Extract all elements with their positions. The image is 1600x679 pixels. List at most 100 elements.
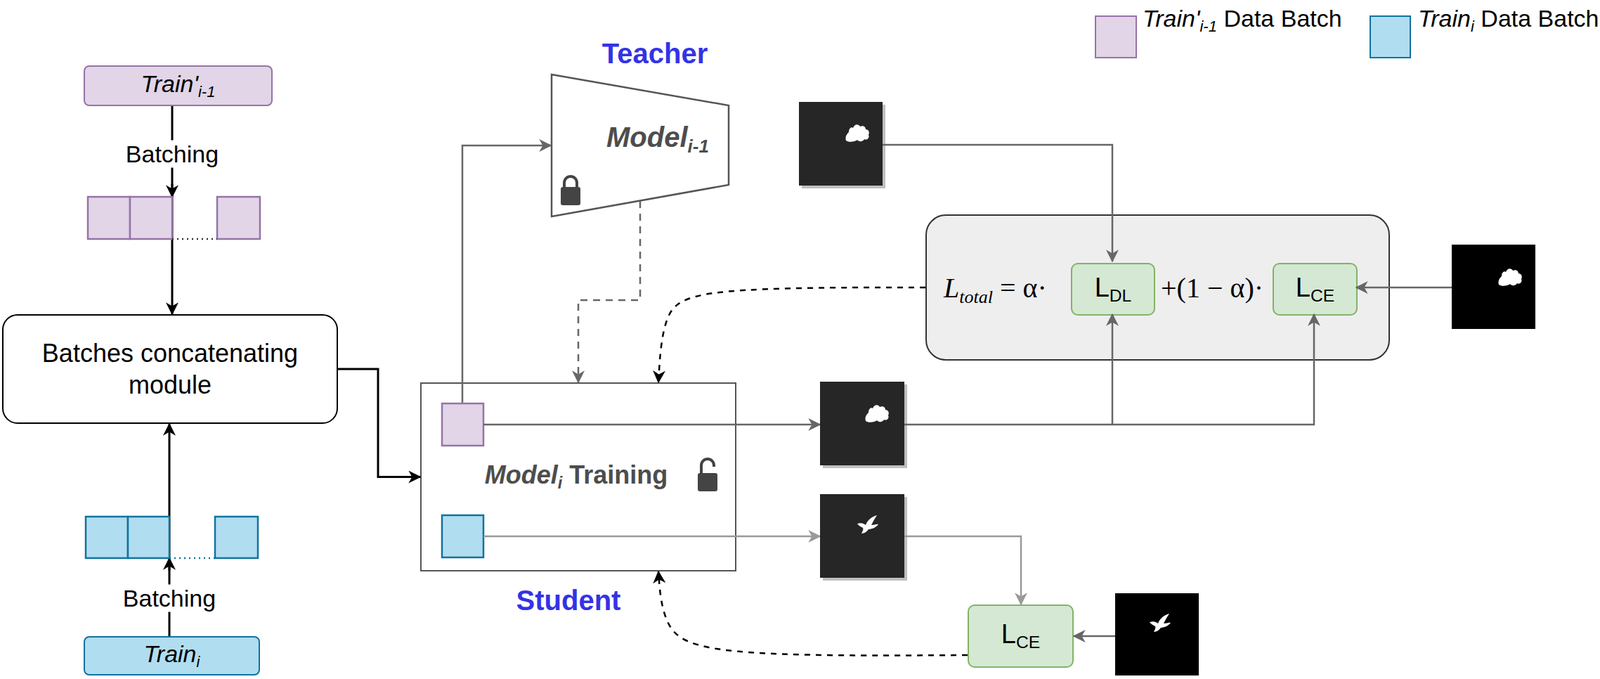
dataset-box: Train'i-1	[83, 65, 273, 107]
text-run: Training	[562, 460, 668, 490]
wire	[882, 144, 1113, 262]
text-run: Model	[606, 121, 688, 153]
mask-blob	[1498, 268, 1522, 286]
arrow-head-stub	[168, 557, 171, 571]
loss-box: LCE	[1272, 262, 1358, 316]
model-name: Modeli Training	[484, 460, 669, 493]
text-run: i-1	[198, 82, 216, 101]
mask-bird	[857, 515, 879, 534]
text-run: CE	[1310, 285, 1335, 305]
text-run: Data Batch	[1217, 4, 1343, 32]
mask-blob	[864, 404, 889, 423]
text-run: i	[557, 474, 563, 493]
dataset-box: Traini	[83, 635, 260, 676]
lock-icon	[560, 186, 581, 206]
batch-square	[127, 516, 170, 558]
text-run: L	[943, 271, 960, 304]
text-run: Train'	[141, 70, 199, 97]
wire	[483, 423, 821, 426]
text-run: i	[1470, 17, 1475, 36]
wire	[904, 314, 1315, 425]
text-run: = α·	[992, 271, 1047, 304]
text-run: Train'	[1142, 4, 1200, 32]
image-shadow	[822, 496, 908, 581]
text-run: Train	[1418, 4, 1471, 32]
text-run: Train	[144, 640, 197, 667]
wire	[1356, 286, 1452, 289]
text-run: L	[1295, 272, 1311, 303]
edge-label: Batching	[120, 584, 219, 613]
model-name: Modeli-1	[550, 121, 730, 158]
loss-label: LDL	[1094, 272, 1133, 306]
unlock-icon	[701, 458, 714, 474]
batch-square	[129, 196, 173, 239]
text-run: i	[196, 652, 201, 671]
wire	[1111, 314, 1114, 425]
batch-square	[85, 516, 128, 558]
text-run: L	[1001, 619, 1017, 649]
text-run: CE	[1016, 633, 1040, 653]
text-run: L	[1094, 272, 1110, 303]
teacher-model: TeacherModeli-1	[550, 73, 730, 218]
update-arrow	[658, 287, 926, 383]
legend-swatch	[1094, 15, 1137, 59]
flow-arrow	[171, 106, 174, 315]
loss-formula: Ltotal = α·	[943, 271, 1047, 314]
trapezoid-outline	[551, 74, 729, 217]
text-run: i-1	[1199, 17, 1218, 36]
image-shadow	[822, 384, 908, 468]
distill-arrow	[578, 200, 641, 383]
dataset-name: Traini	[144, 640, 201, 672]
ellipsis-line	[169, 557, 216, 560]
loss-formula: +(1 − α)·	[1160, 271, 1264, 305]
role-heading: Teacher	[565, 37, 745, 70]
edge-label: Batching	[122, 140, 222, 168]
loss-box: LDL	[1070, 262, 1156, 316]
text-run: i-1	[687, 135, 710, 157]
legend-label: Train'i-1 Data Batch	[1142, 1, 1317, 44]
data-arrow	[462, 145, 551, 383]
flow-arrow	[337, 368, 421, 478]
loss-panel: Ltotal = α·+(1 − α)·LDLLCE	[925, 214, 1390, 361]
mask-bird	[1149, 613, 1171, 632]
text-run: Data Batch	[1474, 4, 1600, 32]
mask-blob	[845, 124, 869, 142]
wire	[1073, 635, 1116, 638]
image-shadow	[801, 104, 886, 189]
unlock-icon	[697, 472, 718, 492]
mask-image	[820, 493, 905, 578]
legend-label: Traini Data Batch	[1418, 1, 1593, 44]
batch-square	[215, 516, 258, 558]
wire	[904, 536, 1021, 605]
loss-label: LCE	[1295, 272, 1335, 306]
lock-icon	[564, 176, 577, 189]
update-arrow	[658, 571, 968, 656]
mask-image	[798, 101, 883, 186]
wire	[483, 535, 821, 538]
text-run: DL	[1109, 285, 1133, 305]
dataset-name: Train'i-1	[141, 70, 216, 102]
module-box: Batches concatenating module	[2, 314, 338, 424]
text-run: Model	[484, 460, 558, 490]
role-heading: Student	[411, 584, 726, 617]
student-box: Modeli TrainingStudent	[420, 382, 737, 572]
batch-square	[217, 196, 260, 239]
batch-square	[441, 515, 484, 558]
ellipsis-line	[172, 238, 218, 241]
batch-square	[87, 196, 130, 239]
text-run: total	[959, 286, 993, 308]
wire	[461, 382, 464, 404]
batch-square	[441, 403, 484, 446]
module-label: Batches concatenating module	[22, 337, 318, 401]
ground-truth-image	[1451, 244, 1536, 329]
legend-swatch	[1369, 15, 1411, 59]
loss-label: LCE	[1001, 619, 1040, 653]
arrow-head-stub	[171, 184, 174, 197]
loss-box: LCE	[967, 604, 1074, 668]
mask-image	[820, 381, 905, 466]
